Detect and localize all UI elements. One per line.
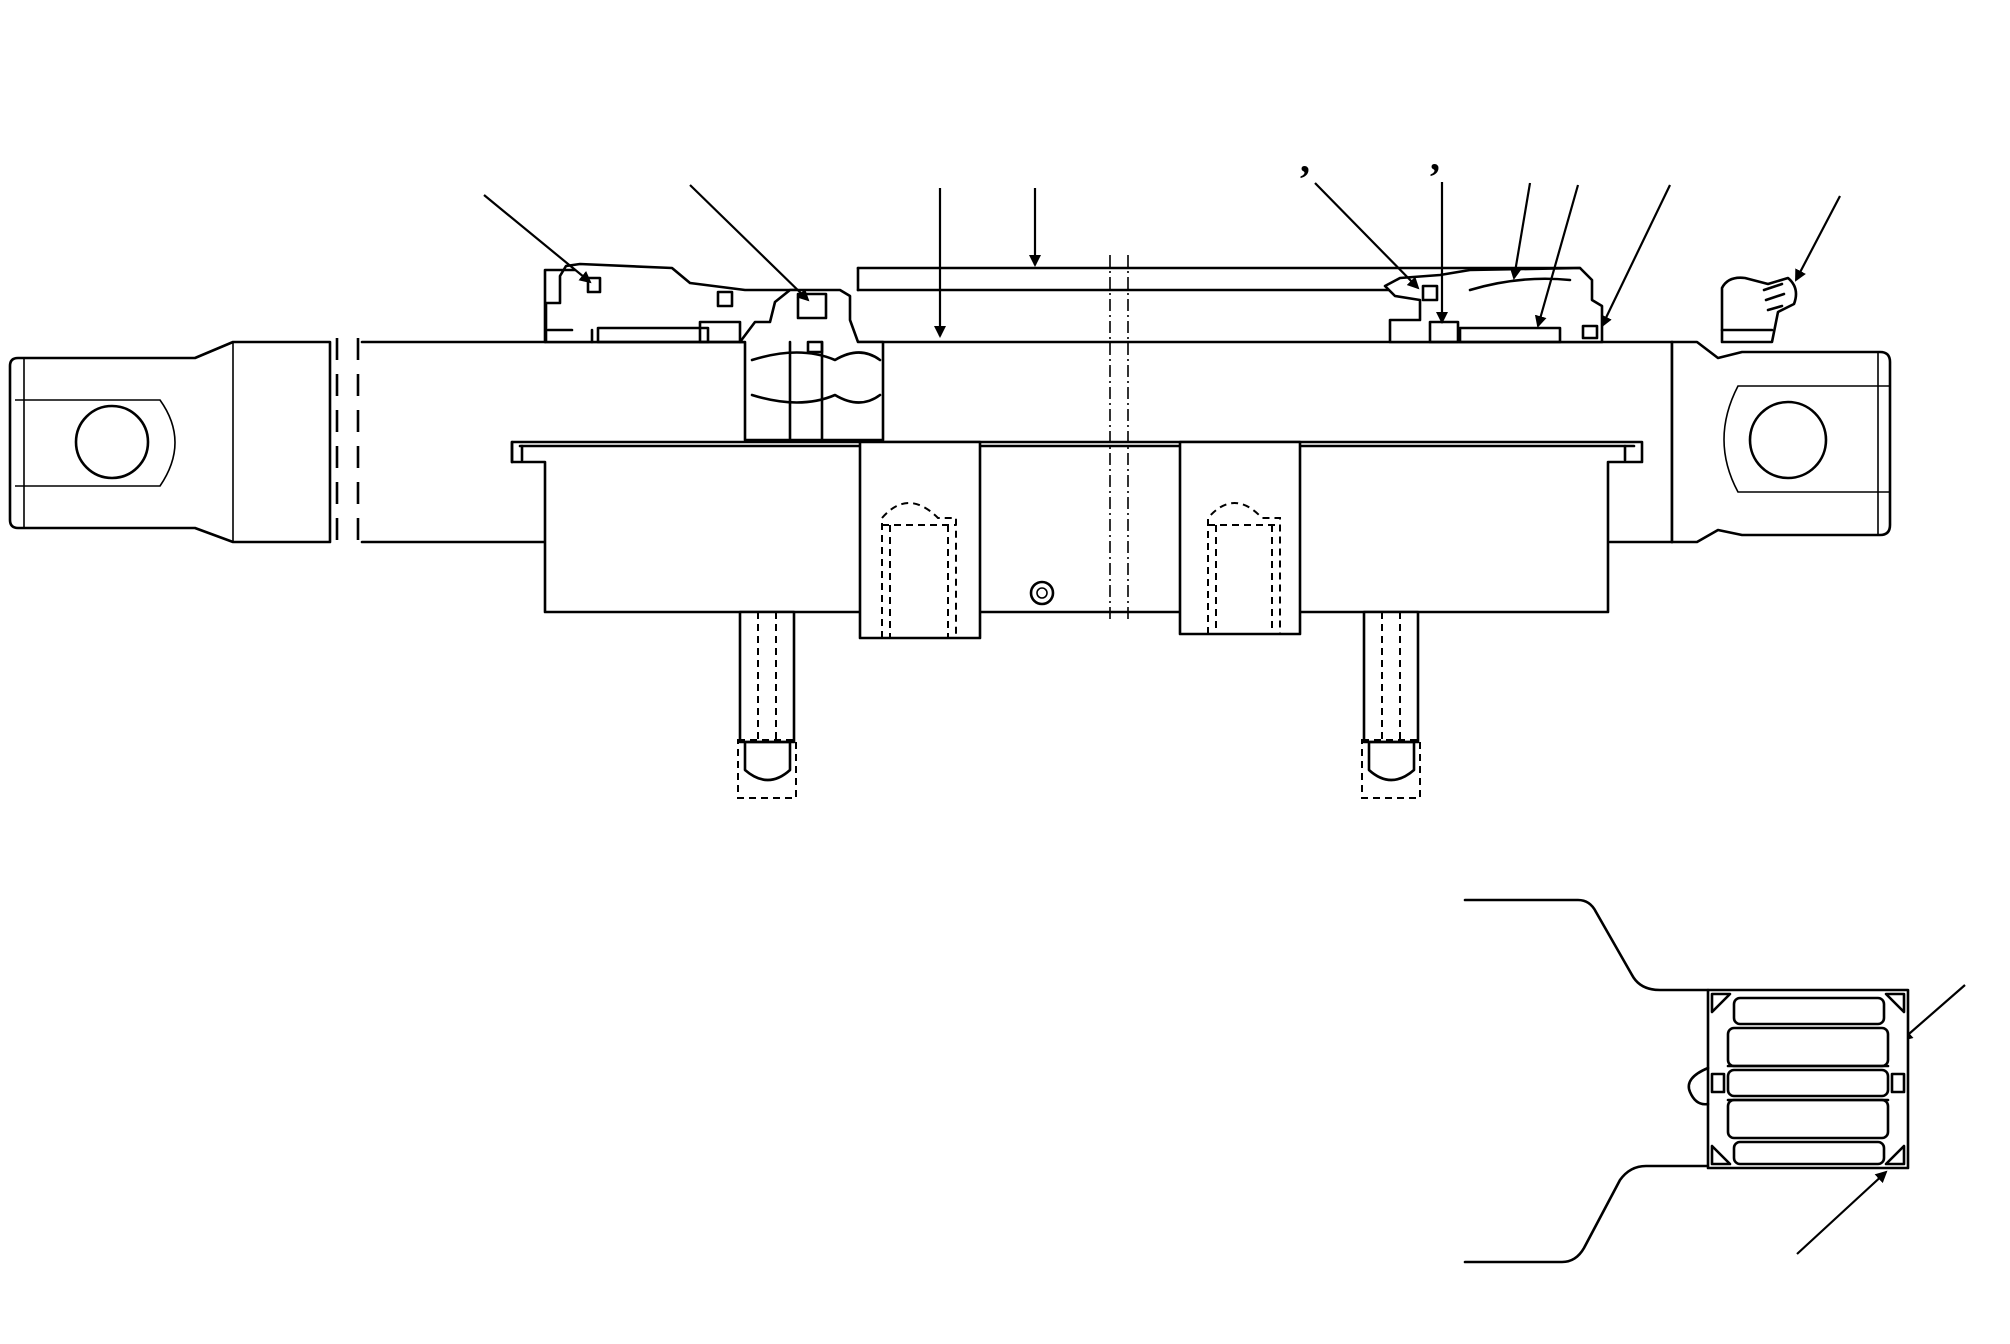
bolt-right (1361, 610, 1421, 799)
right-rod-end (1670, 340, 1892, 544)
callout-mark-2: , (1430, 134, 1440, 179)
leader-11 (1900, 984, 1966, 1042)
bolt-left (737, 610, 797, 799)
piston (738, 288, 885, 442)
leader-5 (1314, 182, 1420, 290)
bearing-seals (1710, 992, 1906, 1166)
left-rod-end (8, 340, 332, 544)
callout-mark-1: , (1300, 136, 1310, 181)
leader-9 (1600, 184, 1671, 328)
base-plug (1029, 580, 1055, 606)
grease-fitting (1720, 276, 1798, 344)
left-pin-hole (74, 404, 150, 480)
bearing-rollers (1726, 996, 1890, 1166)
leader-10 (1795, 195, 1841, 282)
leader-1 (483, 194, 592, 284)
leader-7 (1509, 182, 1532, 280)
leader-12 (1796, 1170, 1888, 1255)
right-gland (1383, 266, 1604, 344)
mount-block-left (858, 440, 982, 640)
base-frame (510, 440, 1644, 614)
leader-8 (1534, 184, 1580, 328)
main-assembly (8, 255, 1892, 799)
bearing-detail-view (1463, 898, 1910, 1264)
right-pin-hole (1748, 400, 1828, 480)
mount-block-right (1178, 440, 1302, 636)
leader-lines (483, 182, 1966, 1255)
leader-2 (689, 184, 810, 302)
